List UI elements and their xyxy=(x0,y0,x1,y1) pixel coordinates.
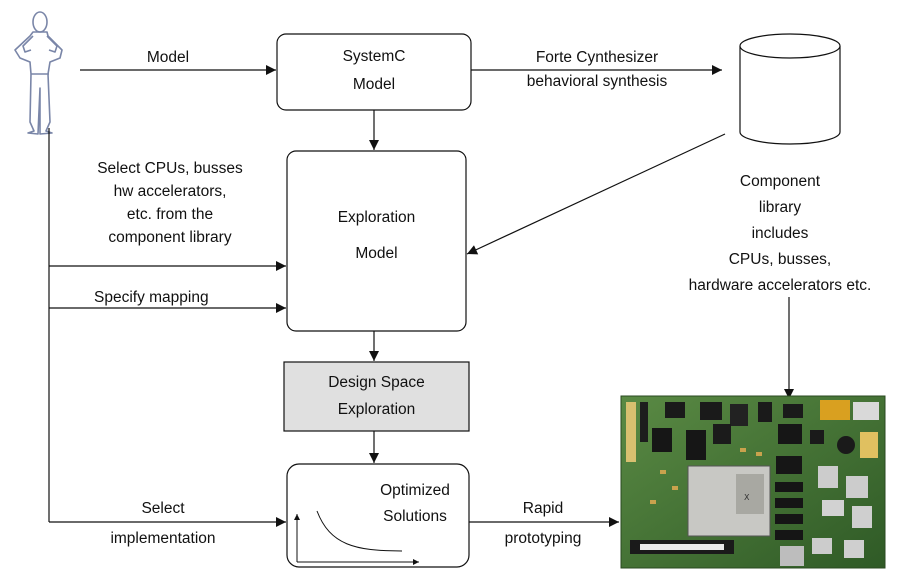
library-to-exploration-arrow xyxy=(466,133,726,255)
select-components-line-4: component library xyxy=(108,229,232,246)
pareto-curve-icon xyxy=(294,510,419,565)
rapid-edge-label: Rapid prototyping xyxy=(478,497,608,551)
library-line-2: library xyxy=(758,199,802,216)
library-line-5: hardware accelerators etc. xyxy=(688,277,872,294)
dse-label: Design Space Exploration xyxy=(284,372,469,421)
design-space-exploration-box xyxy=(283,361,470,432)
dse-line-1: Design Space xyxy=(328,374,425,391)
select-components-line-3: etc. from the xyxy=(126,206,214,223)
forte-edge-label: Forte Cynthesizer behavioral synthesis xyxy=(492,48,702,91)
exploration-line-1: Exploration xyxy=(337,209,416,226)
select-components-line-2: hw accelerators, xyxy=(113,183,227,200)
optimized-line-2: Solutions xyxy=(383,508,447,525)
library-line-1: Component xyxy=(739,173,821,190)
systemc-line-1: SystemC xyxy=(342,48,406,65)
svg-text:X: X xyxy=(744,493,750,502)
select-impl-line-2: implementation xyxy=(110,530,216,547)
component-library-caption: Component library includes CPUs, busses,… xyxy=(660,169,900,299)
database-cylinder-icon xyxy=(739,33,841,145)
systemc-model-label: SystemC Model xyxy=(277,46,471,96)
library-line-3: includes xyxy=(751,225,809,242)
user-figure-icon xyxy=(14,11,63,135)
exploration-model-box xyxy=(286,150,467,332)
systemc-line-2: Model xyxy=(352,76,396,93)
select-impl-edge-label: Select implementation xyxy=(88,497,238,551)
fpga-board-icon: X xyxy=(620,395,886,569)
dse-line-2: Exploration xyxy=(337,401,416,418)
select-impl-line-1: Select xyxy=(141,500,185,517)
library-line-4: CPUs, busses, xyxy=(728,251,832,268)
model-edge-label: Model xyxy=(146,49,190,66)
rapid-line-1: Rapid xyxy=(522,500,564,517)
optimized-line-1: Optimized xyxy=(380,482,450,499)
exploration-line-2: Model xyxy=(355,245,398,262)
rapid-line-2: prototyping xyxy=(504,530,582,547)
forte-line-1: Forte Cynthesizer xyxy=(535,49,659,66)
select-components-line-1: Select CPUs, busses xyxy=(97,160,243,177)
optimized-solutions-label: Optimized Solutions xyxy=(340,480,490,528)
optimized-solutions-box xyxy=(286,463,470,568)
specify-mapping-edge-label: Specify mapping xyxy=(94,289,209,306)
select-components-edge-label: Select CPUs, busses hw accelerators, etc… xyxy=(70,157,270,249)
forte-line-2: behavioral synthesis xyxy=(526,73,668,90)
exploration-model-label: Exploration Model xyxy=(287,207,466,265)
user-connector-lines xyxy=(48,65,286,527)
